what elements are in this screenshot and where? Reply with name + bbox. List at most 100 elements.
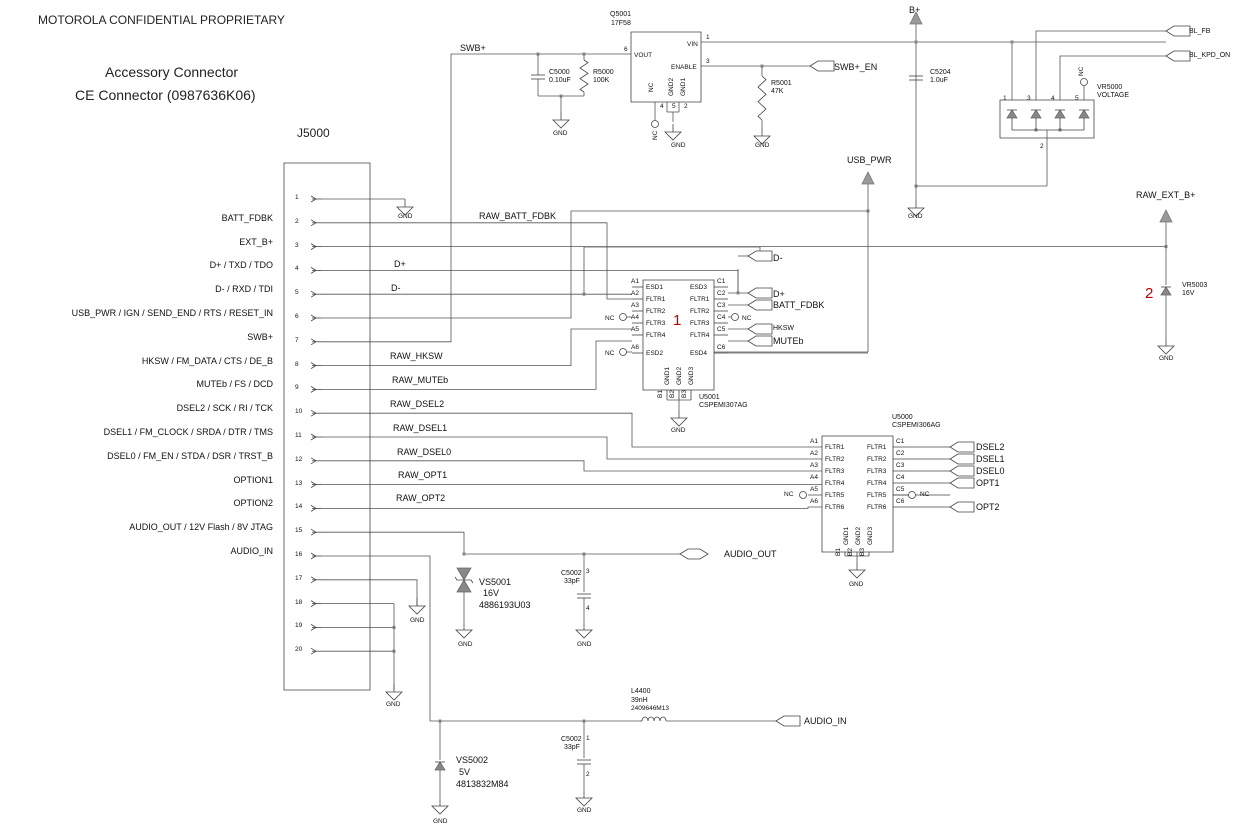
vr5000-diode-0: [1006, 109, 1018, 119]
vs5001-ref: VS5001: [479, 577, 512, 587]
j5000-pin-label-6: USB_PWR / IGN / SEND_END / RTS / RESET_I…: [71, 308, 273, 318]
gnd-pin17: [408, 605, 426, 615]
u5000-rpin-C5: C5: [896, 486, 905, 493]
ports: [679, 25, 1191, 727]
vr5000-body: [1000, 100, 1094, 138]
u5001-bpin-B3: B3: [681, 390, 688, 398]
c5002b-ref: C5002: [561, 736, 582, 743]
net-raw-ext-b: RAW_EXT_B+: [1136, 190, 1196, 200]
j5000-pin-num-8: 8: [295, 360, 299, 368]
j5000-pin-label-12: DSEL0 / FM_EN / STDA / DSR / TRST_B: [107, 450, 273, 461]
net-raw-batt-fdbk: RAW_BATT_FDBK: [479, 211, 557, 221]
j5000-pin-label-10: DSEL2 / SCK / RI / TCK: [176, 403, 273, 414]
vr5003-value: 16V: [1182, 290, 1195, 297]
gnd-r5001: [753, 135, 771, 145]
junction-dot: [462, 552, 466, 556]
u5000-lpin-A4: A4: [810, 474, 818, 481]
flag-hksw: [747, 323, 773, 335]
q5001-pin-4: 4: [660, 103, 664, 110]
u5001-rname-C6: ESD4: [690, 350, 707, 357]
vs5002-ref: VS5002: [456, 755, 489, 765]
u5000-rpin-C4: C4: [896, 474, 905, 481]
wires: [322, 24, 1168, 798]
c5000-ref: C5000: [549, 69, 570, 76]
r5001-body: [758, 76, 766, 120]
gnd-label-vr5003: GND: [1159, 355, 1174, 362]
gnd-c5000: [552, 119, 570, 129]
wire: [322, 437, 822, 459]
port-audio-in: AUDIO_IN: [804, 716, 847, 726]
port-dsel2: DSEL2: [976, 442, 1005, 452]
q5001-pin-3: 3: [706, 58, 710, 65]
q5001-nc-label: NC: [648, 82, 655, 92]
nc-circle: [800, 492, 807, 499]
wire: [322, 329, 632, 366]
flag-batt-fdbk: [747, 299, 773, 311]
marker-1: 1: [673, 312, 682, 329]
l4400-value: 39nH: [631, 697, 648, 704]
port-audio-out: AUDIO_OUT: [724, 549, 777, 559]
c5000-value: 0.10uF: [549, 77, 571, 84]
flag-muteb: [747, 335, 773, 347]
gnd-u5000: [848, 569, 866, 579]
u5001-lpin-A4: A4: [631, 314, 639, 321]
u5001-lpin-A3: A3: [631, 302, 639, 309]
j5000-pin-num-13: 13: [295, 479, 303, 487]
j5000-pin-num-10: 10: [295, 408, 303, 416]
port-opt1: OPT1: [976, 478, 1000, 488]
u5000-body: [822, 436, 893, 552]
wire: [322, 532, 680, 554]
port-dplus: D+: [773, 289, 785, 299]
gnd-c5002b: [575, 797, 593, 807]
u5001-lname-A5: FLTR4: [646, 332, 666, 339]
gnd-label-c5002a: GND: [577, 641, 592, 648]
u5001-rpin-C5: C5: [717, 326, 726, 333]
u5001-rpin-C3: C3: [717, 302, 726, 309]
bplus-arrow: [909, 11, 923, 25]
c5002a-pin-3: 3: [586, 568, 590, 575]
u5000-ref: U5000: [892, 414, 913, 421]
j5000-body: [284, 163, 370, 690]
r5001-value: 47K: [771, 88, 784, 95]
u5000-lpin-A3: A3: [810, 462, 818, 469]
net-raw-opt1: RAW_OPT1: [398, 470, 448, 480]
raw-ext-b-arrow: [1159, 209, 1173, 223]
c5002b-pin-1: 1: [586, 735, 590, 742]
flag-dminus: [747, 250, 773, 262]
c5002a-value: 33pF: [564, 578, 580, 585]
u5000-bpin-B1: B1: [835, 548, 842, 556]
wire: [322, 223, 632, 299]
q5001-ref: Q5001: [610, 11, 632, 18]
vr5000-pin-3: 3: [1027, 95, 1031, 102]
net-dplus: D+: [394, 259, 406, 269]
q5001-pin-1: 1: [706, 34, 710, 41]
u5001-bpin-B2: B2: [669, 390, 676, 398]
net-bplus: B+: [909, 5, 921, 15]
parts: [284, 11, 1175, 815]
wire: [322, 54, 626, 342]
r5000-ref: R5000: [593, 69, 614, 76]
u5000-lname-A3: FLTR3: [825, 468, 845, 475]
q5001-body: [631, 32, 701, 102]
gnd-u5001: [670, 417, 688, 427]
flag-dsel0: [949, 465, 975, 477]
port-dsel0: DSEL0: [976, 466, 1005, 476]
usb-pwr-arrow: [861, 171, 875, 185]
gnd-label-c5002b: GND: [577, 807, 592, 814]
u5001-nc-a3: NC: [605, 315, 615, 322]
u5001-rname-C3: FLTR2: [690, 308, 710, 315]
vr5000-value: VOLTAGE: [1097, 92, 1130, 99]
u5000-lname-A2: FLTR2: [825, 456, 845, 463]
j5000-pin-num-2: 2: [295, 217, 299, 225]
u5000-nc-c5: NC: [920, 491, 930, 498]
c5002b-pin-2: 2: [586, 771, 590, 778]
net-raw-dsel2: RAW_DSEL2: [390, 399, 445, 409]
q5001-vout: VOUT: [634, 52, 653, 59]
u5000-lname-A6: FLTR6: [825, 504, 845, 511]
u5000-bpin-B2: B2: [847, 548, 854, 556]
u5001-rname-C1: ESD3: [690, 284, 707, 291]
r5000-value: 100K: [593, 77, 610, 84]
flag-audio-out: [679, 548, 709, 560]
u5001-gnd-GND1: GND1: [664, 366, 671, 385]
q5001-pin-6: 6: [624, 46, 628, 53]
